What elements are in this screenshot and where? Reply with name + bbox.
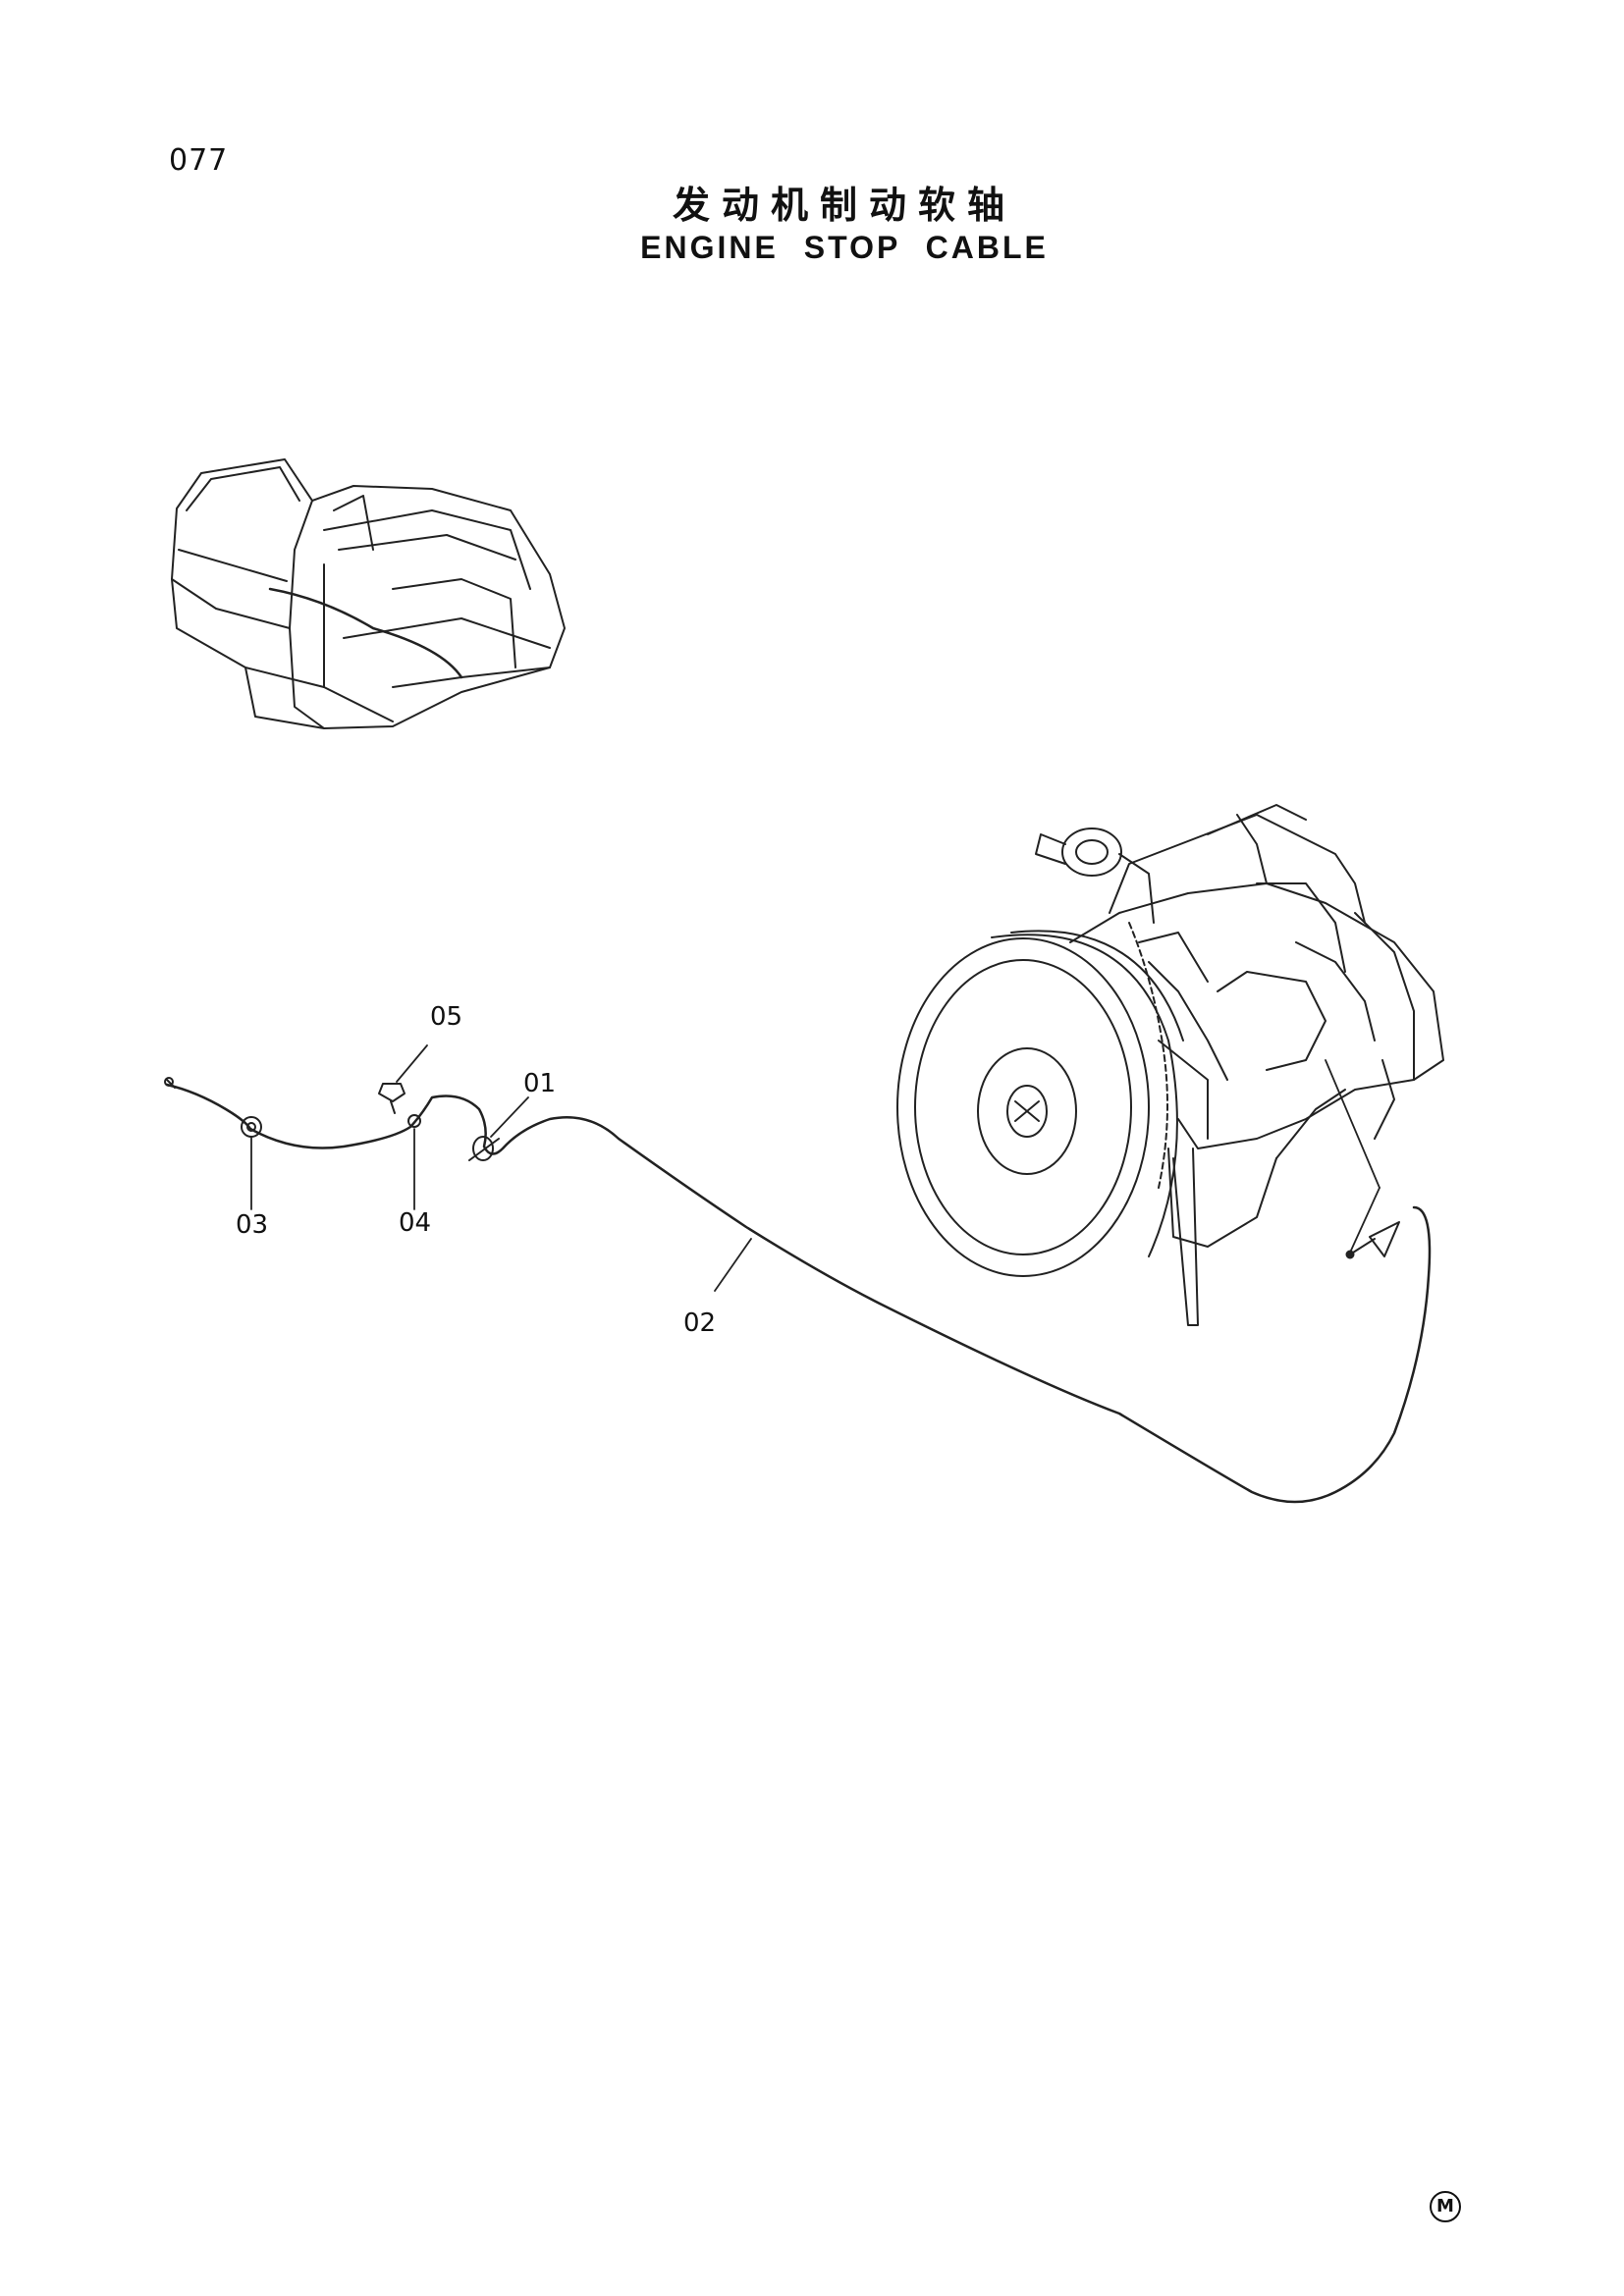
callout-04: 04 — [399, 1208, 431, 1238]
leader-lines — [250, 1044, 1380, 1292]
page-number: 077 — [169, 143, 229, 178]
engine-stop-cable — [164, 1077, 1432, 1504]
callout-01: 01 — [523, 1069, 556, 1098]
engine-illustration — [896, 804, 1444, 1326]
callout-02: 02 — [683, 1308, 716, 1338]
callout-05: 05 — [430, 1002, 462, 1032]
model-mark: M — [1430, 2191, 1461, 2222]
machine-location-sketch — [171, 458, 566, 729]
title-chinese: 发动机制动软轴 — [672, 184, 1016, 227]
callout-03: 03 — [236, 1210, 268, 1240]
title-english: ENGINE STOP CABLE — [640, 230, 1049, 265]
